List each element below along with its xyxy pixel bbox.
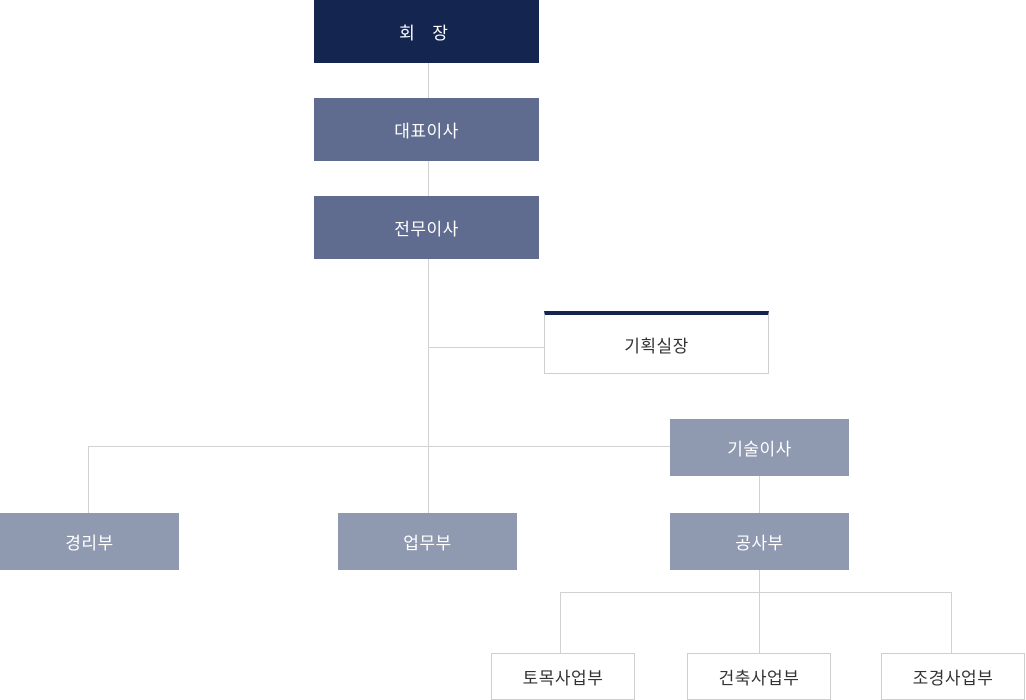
ceo-box: 대표이사 — [314, 98, 539, 161]
connector-landscape-drop — [951, 592, 952, 653]
connector-construction-down — [759, 570, 760, 653]
managing-director-box: 전무이사 — [314, 196, 539, 259]
civil-division-box: 토목사업부 — [491, 653, 635, 700]
management-department-box: 경리부 — [0, 513, 179, 570]
connector-departments-horizontal — [88, 446, 670, 447]
planning-head-box: 기획실장 — [544, 311, 769, 374]
connector-technical-to-construction — [759, 476, 760, 513]
technical-director-box: 기술이사 — [670, 419, 849, 476]
architecture-division-box: 건축사업부 — [687, 653, 831, 700]
connector-divisions-horizontal — [560, 592, 952, 593]
chairman-box: 회 장 — [314, 0, 539, 63]
landscape-division-box: 조경사업부 — [881, 653, 1025, 700]
connector-management-drop — [88, 446, 89, 513]
connector-main-vertical — [428, 63, 429, 513]
construction-department-box: 공사부 — [670, 513, 849, 570]
business-department-box: 업무부 — [338, 513, 517, 570]
connector-civil-drop — [560, 592, 561, 653]
connector-planning-branch — [428, 347, 544, 348]
